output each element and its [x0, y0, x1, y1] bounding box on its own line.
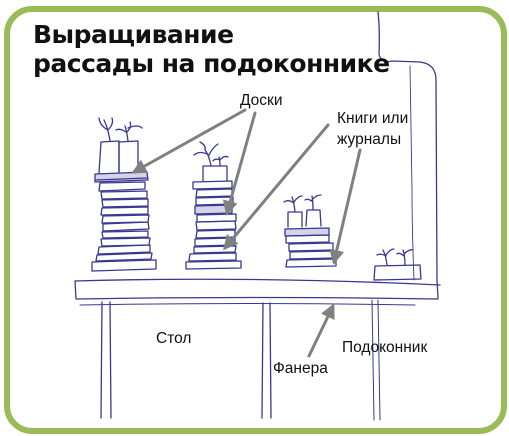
arrow-plywood: [307, 303, 335, 358]
table-leg-left: [100, 301, 112, 419]
label-books-line2: журналы: [337, 131, 402, 148]
label-sill: Подоконник: [342, 339, 428, 356]
stack-4: [373, 248, 422, 281]
label-boards: Доски: [240, 92, 283, 109]
title-line-1: Выращивание: [33, 20, 234, 49]
stack-2: [185, 141, 242, 270]
window-frame-inner-line: [409, 65, 415, 281]
arrow-books-1: [223, 123, 330, 251]
arrow-boards-2: [223, 111, 257, 216]
plywood-top: [74, 278, 441, 286]
board-1: [94, 171, 149, 183]
diagram-title: Выращивание рассады на подоконнике: [33, 20, 390, 78]
plywood-front: [74, 280, 439, 300]
window-frame-line: [377, 11, 439, 299]
board-3: [284, 227, 330, 237]
plywood-bottom: [79, 303, 416, 306]
label-plywood: Фанера: [273, 360, 328, 377]
title-line-2: рассады на подоконнике: [33, 49, 390, 78]
diagram-frame: [4, 6, 507, 434]
stack-1: [91, 117, 157, 272]
sill-leg: [371, 299, 381, 421]
arrow-boards-1: [131, 108, 247, 174]
label-table: Стол: [156, 330, 192, 347]
label-books-line1: Книги или: [337, 110, 409, 127]
arrow-books-2: [329, 148, 362, 265]
stack-3: [283, 194, 337, 268]
table-leg-right: [261, 302, 272, 419]
